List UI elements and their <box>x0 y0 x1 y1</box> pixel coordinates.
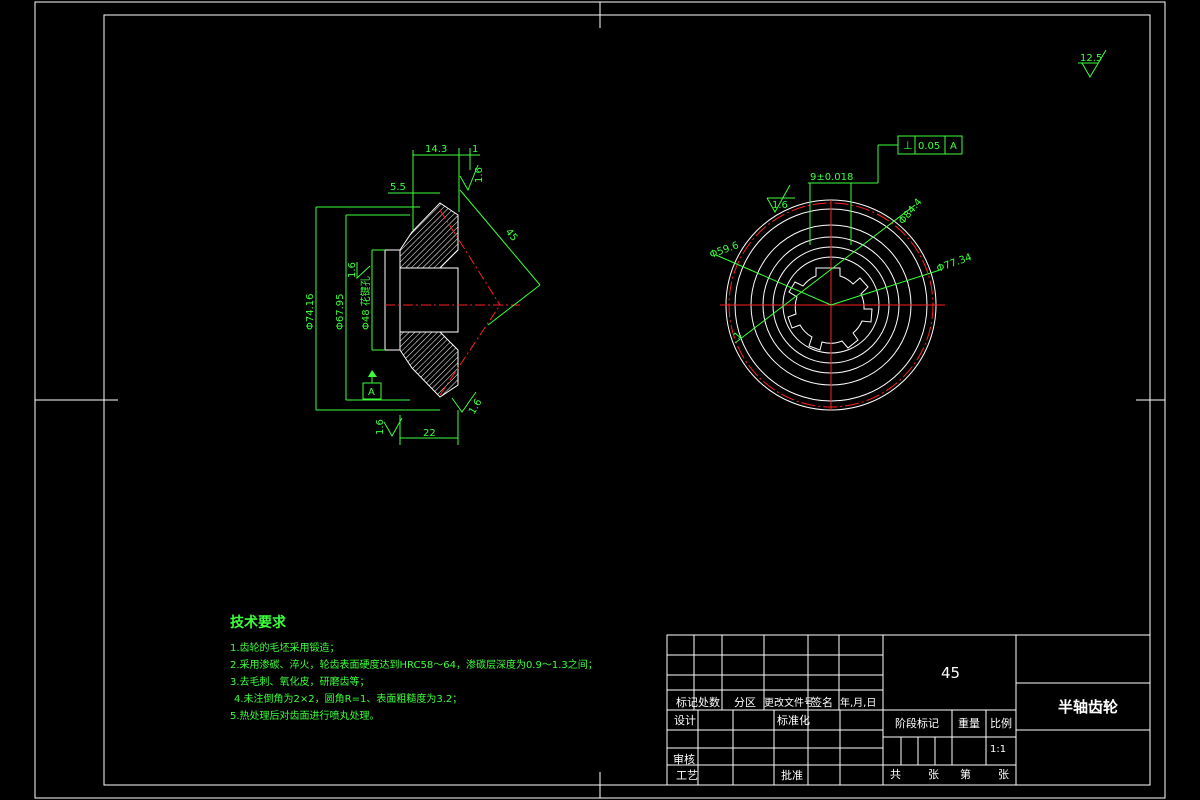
tech-item-1: 1.齿轮的毛坯采用锻造； <box>230 643 340 654</box>
tb-di: 第 <box>960 767 971 781</box>
tech-item-2: 2.采用渗碳、淬火，轮齿表面硬度达到HRC58～64，渗碳层深度为0.9～1.3… <box>230 660 598 671</box>
tech-item-5: 5.热处理后对齿面进行喷丸处理。 <box>230 711 380 722</box>
tolerance-value: 0.05 <box>918 141 940 152</box>
dim-dia-67-95: Φ67.95 <box>335 294 346 331</box>
roughness-1-6-bottom: 1.6 <box>467 397 484 416</box>
tb-zhang2: 张 <box>998 768 1009 781</box>
tb-date: 年,月,日 <box>840 696 876 709</box>
tb-jieduan: 阶段标记 <box>895 716 939 730</box>
tech-item-4: 4.未注倒角为2×2，圆角R=1、表面粗糙度为3.2； <box>234 694 463 705</box>
tech-requirements: 技术要求 1.齿轮的毛坯采用锻造； 2.采用渗碳、淬火，轮齿表面硬度达到HRC5… <box>230 612 598 725</box>
gear-section-lower <box>399 331 459 398</box>
roughness-1-6-bottom-left: 1.6 <box>375 419 386 435</box>
tb-gong: 共 <box>890 768 901 781</box>
spline-hole <box>787 267 873 351</box>
tb-shenhe: 审核 <box>673 752 695 766</box>
front-roughness-1-6: 1.6 <box>772 200 788 211</box>
tb-biaoji: 标记 <box>676 695 698 709</box>
tb-bili: 比例 <box>990 716 1012 730</box>
tb-gengai: 更改文件号 <box>764 696 814 709</box>
tb-material: 45 <box>941 664 960 682</box>
roughness-value: 12.5 <box>1080 53 1102 64</box>
dim-5-5: 5.5 <box>390 182 406 193</box>
dim-dia-48: Φ48 花键孔 <box>359 276 372 330</box>
sheet-frame <box>34 1 1166 799</box>
roughness-1-6-top: 1.6 <box>474 167 485 183</box>
tb-chushu: 处数 <box>698 696 720 709</box>
tech-requirements-title: 技术要求 <box>230 615 286 631</box>
dim-1: 1 <box>472 144 478 155</box>
tb-fenqu: 分区 <box>734 696 756 709</box>
dim-22: 22 <box>423 428 436 439</box>
datum-a-label: A <box>368 387 375 398</box>
title-block: 标记 处数 分区 更改文件号 签名 年,月,日 设计 标准化 审核 工艺 批准 … <box>666 634 1151 786</box>
tb-gongyi: 工艺 <box>676 769 698 782</box>
roughness-1-6-left: 1.6 <box>347 262 358 278</box>
dim-45: 45 <box>503 227 520 244</box>
tb-pizhun: 批准 <box>781 768 803 782</box>
tb-qianming: 签名 <box>811 695 833 709</box>
dim-1-front: 1 <box>732 330 745 342</box>
dim-14-3: 14.3 <box>425 144 447 155</box>
tech-item-3: 3.去毛刺、氧化皮，研磨齿等； <box>230 677 370 688</box>
section-view: 14.3 1 1.6 5.5 45 Φ74.16 Φ67.95 Φ48 花键孔 … <box>305 144 541 445</box>
dim-dia-77-34: Φ77.34 <box>935 252 973 275</box>
tb-scale: 1:1 <box>990 744 1006 755</box>
dim-dia-74-16: Φ74.16 <box>305 294 316 331</box>
tb-zhang1: 张 <box>928 768 939 781</box>
tb-biaozhunhua: 标准化 <box>777 713 810 727</box>
dim-dia-84-4: Φ84.4 <box>897 197 925 227</box>
tolerance-symbol: ⊥ <box>903 139 913 152</box>
tb-zhongliang: 重量 <box>958 716 980 730</box>
dim-dia-59-6: Φ59.6 <box>708 240 740 261</box>
front-view: ⊥ 0.05 A 9±0.018 1.6 Φ84.4 Φ59.6 Φ77.34 … <box>708 135 973 411</box>
tolerance-datum: A <box>950 141 957 152</box>
roughness-symbol-global: 12.5 <box>1078 49 1107 78</box>
tb-sheji: 设计 <box>674 714 696 727</box>
dim-9: 9±0.018 <box>810 172 853 183</box>
gear-section-upper <box>399 202 459 269</box>
tb-part-name: 半轴齿轮 <box>1058 698 1118 716</box>
